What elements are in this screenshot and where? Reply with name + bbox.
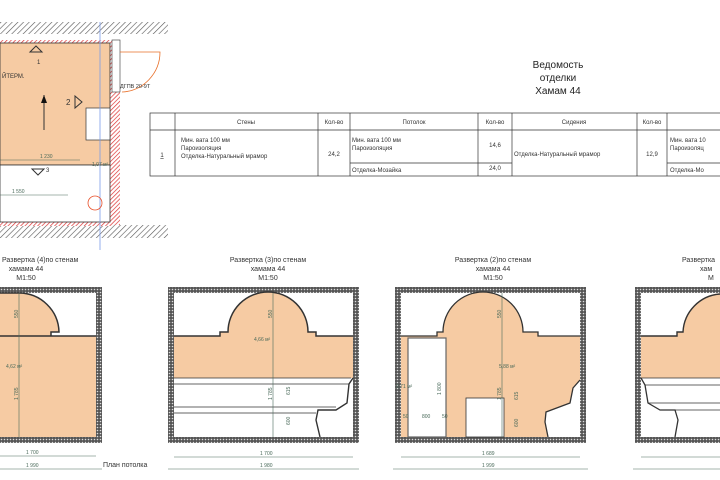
dim-height: 615 bbox=[286, 386, 292, 395]
marker-3-label: 3 bbox=[46, 168, 50, 174]
dim-door: 800 bbox=[422, 414, 431, 420]
elevation-title: Развертка (3)по стенам bbox=[230, 257, 306, 264]
dim-height: 615 bbox=[514, 391, 520, 400]
marker-3-icon bbox=[30, 168, 46, 176]
seats-finish: Отделка-Натуральный мрамор bbox=[514, 151, 601, 158]
elevation-subtitle: хамама 44 bbox=[476, 266, 511, 273]
floor-layer: Мин. вата 10 bbox=[670, 138, 706, 144]
drain-icon bbox=[87, 195, 103, 211]
schedule-grid bbox=[149, 112, 720, 177]
walls-qty: 24,2 bbox=[328, 152, 340, 158]
door-swing bbox=[120, 51, 161, 93]
ceiling-layer: Пароизоляция bbox=[352, 146, 392, 152]
finish-schedule: Ведомость отделки Хамам 44 Стены Кол-во … bbox=[149, 60, 720, 177]
elevation-title: Развертка (2)по стенам bbox=[455, 257, 531, 264]
dim-door: 50 bbox=[442, 414, 448, 420]
arrow-head-icon bbox=[41, 95, 47, 103]
elevation-scale: М1:50 bbox=[258, 275, 278, 282]
area-label: 1,07 м² bbox=[92, 162, 109, 168]
door bbox=[407, 337, 447, 438]
ceiling-qty: 14,6 bbox=[489, 143, 501, 149]
floor-layer: Пароизоляц bbox=[670, 146, 704, 152]
ceiling-layer: Мин. вата 100 мм bbox=[352, 138, 401, 144]
header-seats: Сидения bbox=[562, 120, 586, 126]
dim-total: 1 999 bbox=[482, 463, 495, 469]
dim-width: 1 700 bbox=[260, 451, 273, 457]
dim-door: 50 bbox=[403, 414, 409, 420]
walls-layer: Мин. вата 100 мм bbox=[181, 138, 230, 144]
seats-qty: 12,9 bbox=[646, 152, 658, 158]
dim-inner: 1 230 bbox=[40, 154, 53, 160]
ceiling-finish: Отделка-Мозайка bbox=[352, 167, 402, 174]
term-label: ЙТЕРМ. bbox=[2, 72, 25, 80]
elevation-2: Развертка (2)по стенам хамама 44 М1:50 5… bbox=[393, 257, 588, 470]
dim-height: 1 785 bbox=[497, 387, 503, 400]
dim-height: 1 785 bbox=[14, 387, 20, 400]
wall-bottom bbox=[0, 225, 168, 238]
area-label: 5,88 м² bbox=[499, 364, 516, 370]
walls-layer: Отделка-Натуральный мрамор bbox=[181, 153, 268, 160]
schedule-title-1: Ведомость bbox=[533, 60, 584, 71]
right-wall bbox=[112, 92, 120, 225]
header-qty: Кол-во bbox=[325, 120, 344, 126]
elevation-title: Развертка (4)по стенам bbox=[2, 257, 78, 264]
area-label: 2,71 м² bbox=[396, 384, 413, 390]
marker-1-icon bbox=[28, 45, 44, 53]
elevation-3: Развертка (3)по стенам хамама 44 М1:50 4… bbox=[168, 257, 359, 470]
dim-door: 1 800 bbox=[437, 382, 443, 395]
niche bbox=[85, 107, 111, 141]
schedule-title-3: Хамам 44 bbox=[535, 86, 581, 97]
room-fill bbox=[0, 42, 111, 166]
elevation-4: 4,62 м² 550 1 785 1 700 1 990 bbox=[0, 287, 102, 470]
floor-plan: 1 2 3 ЙТЕРМ. ДГПВ 20-9Т 1 230 1 550 1,07… bbox=[0, 22, 168, 469]
bench bbox=[0, 164, 111, 223]
elevation-scale: М1:50 bbox=[483, 275, 503, 282]
header-ceiling: Потолок bbox=[403, 120, 426, 126]
bench-block bbox=[465, 397, 505, 438]
dim-total: 1 990 bbox=[26, 463, 39, 469]
elevation-subtitle: хам bbox=[700, 266, 712, 273]
elevation-title: Развертка bbox=[682, 257, 715, 264]
elevation-1: Развертка хам М bbox=[633, 257, 720, 470]
header-walls: Стены bbox=[237, 120, 255, 126]
marker-2-icon bbox=[74, 94, 83, 110]
elevation-scale: М bbox=[708, 275, 714, 282]
elevation-subtitle: хамама 44 bbox=[9, 266, 44, 273]
door-tag: ДГПВ 20-9Т bbox=[120, 84, 151, 90]
dim-width: 1 700 bbox=[26, 450, 39, 456]
header-qty: Кол-во bbox=[643, 120, 662, 126]
header-qty: Кол-во bbox=[486, 120, 505, 126]
dim-height: 600 bbox=[286, 416, 292, 425]
wall-top bbox=[0, 22, 168, 34]
row-number: 1 bbox=[160, 153, 164, 159]
dim-height: 600 bbox=[514, 418, 520, 427]
dim-height: 550 bbox=[497, 309, 503, 318]
schedule-title-2: отделки bbox=[540, 73, 576, 84]
area-label: 4,66 м² bbox=[254, 337, 271, 343]
area-label: 4,62 м² bbox=[6, 364, 23, 370]
dim-height: 550 bbox=[268, 309, 274, 318]
floor-finish: Отделка-Мо bbox=[670, 168, 705, 174]
marker-1-label: 1 bbox=[37, 60, 41, 66]
dim-height: 1 785 bbox=[268, 387, 274, 400]
elevation-subtitle: хамама 44 bbox=[251, 266, 286, 273]
ceiling-finish-qty: 24,0 bbox=[489, 166, 501, 172]
walls-layer: Пароизоляция bbox=[181, 146, 221, 152]
dim-height: 550 bbox=[14, 309, 20, 318]
marker-2-label: 2 bbox=[66, 98, 71, 107]
dim-lower: 1 550 bbox=[12, 189, 25, 195]
door-opening bbox=[111, 39, 121, 93]
dim-width: 1 689 bbox=[482, 451, 495, 457]
elevation-scale: М1:50 bbox=[16, 275, 36, 282]
ceiling-plan-label: План потолка bbox=[103, 462, 148, 469]
dim-total: 1 980 bbox=[260, 463, 273, 469]
